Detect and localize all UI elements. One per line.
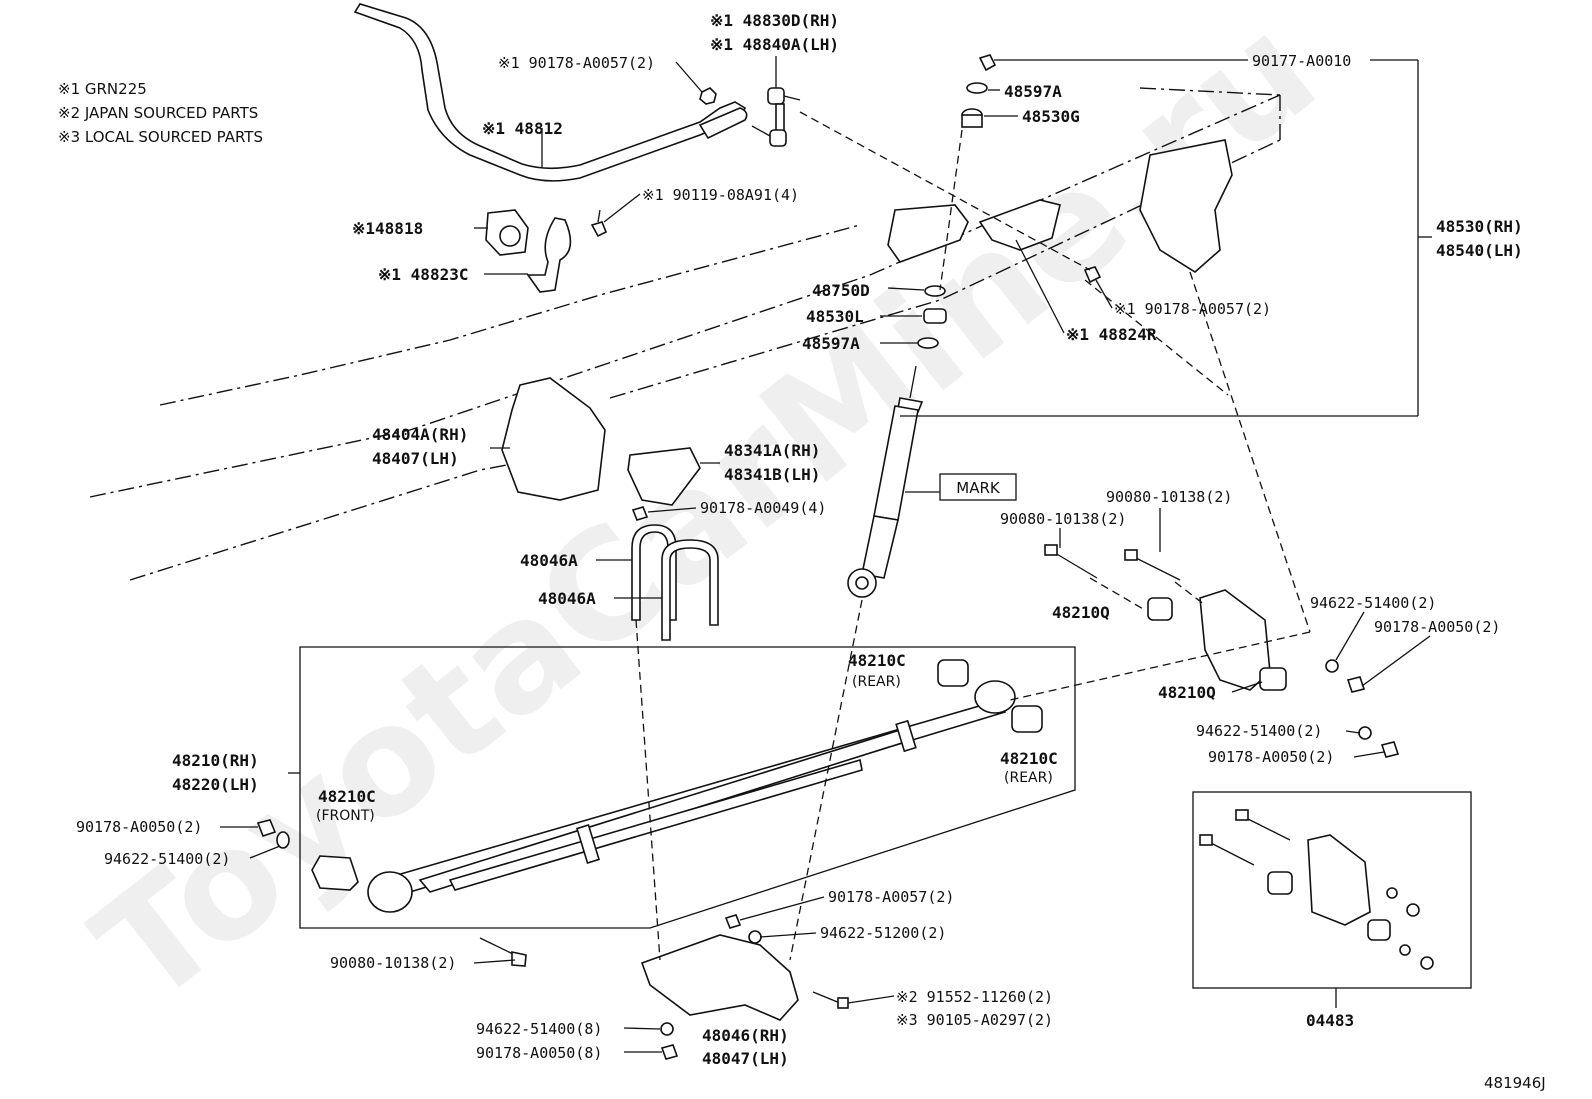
note-3: ※3 LOCAL SOURCED PARTS [58, 128, 263, 146]
stabilizer-bar [353, 3, 748, 182]
shock-absorber [847, 365, 924, 598]
label-48530l: 48530L [806, 307, 864, 326]
kit-contents [1199, 809, 1434, 970]
label-48404a: 48404A(RH) [372, 425, 468, 444]
leaf-spring-boundary [299, 646, 1076, 929]
seat-hardware [660, 914, 849, 1060]
label-94622-51400-r1: 94622-51400(2) [1310, 594, 1436, 612]
leader-lines [220, 56, 1432, 1053]
note-2: ※2 JAPAN SOURCED PARTS [58, 104, 258, 122]
label-90119: ※1 90119-08A91(4) [642, 186, 799, 204]
label-48046-rh: 48046(RH) [702, 1026, 789, 1045]
label-48210c-rear-1-sub: (REAR) [852, 674, 901, 690]
label-90080-a: 90080-10138(2) [1106, 488, 1232, 506]
bushing-48210c-rear-2 [1011, 705, 1043, 733]
label-94622-51400-r2: 94622-51400(2) [1196, 722, 1322, 740]
label-90178-a0057-top: ※1 90178-A0057(2) [498, 54, 655, 72]
leaf-spring [367, 680, 1016, 913]
label-48046a-1: 48046A [520, 551, 578, 570]
nut-90178-a0050-left [256, 819, 277, 838]
label-90177: 90177-A0010 [1252, 52, 1351, 70]
label-48597a-top: 48597A [1004, 82, 1062, 101]
label-48210c-rear-2: 48210C [1000, 749, 1058, 768]
label-48830d: ※1 48830D(RH) [710, 11, 839, 30]
bushing-48210c-rear-1 [937, 659, 969, 687]
label-90178-a0050-bot: 90178-A0050(8) [476, 1044, 602, 1062]
u-bolt-48046a [631, 524, 719, 641]
label-48840a: ※1 48840A(LH) [710, 35, 839, 54]
bushing-48818 [485, 209, 529, 256]
label-94622-51400-bot: 94622-51400(8) [476, 1020, 602, 1038]
label-04483: 04483 [1306, 1011, 1354, 1030]
label-90178-a0057-mid: ※1 90178-A0057(2) [1114, 300, 1271, 318]
label-48046a-2: 48046A [538, 589, 596, 608]
label-48597a-bot: 48597A [802, 334, 860, 353]
label-48210c-rear-2-sub: (REAR) [1004, 770, 1053, 786]
kit-box-04483 [1192, 791, 1472, 989]
label-48210c-front: 48210C [318, 787, 376, 806]
bump-stopper-48341a [627, 447, 701, 506]
nut-90178-a0049 [631, 506, 649, 521]
label-48341a: 48341A(RH) [724, 441, 820, 460]
spring-hanger-48530 [1139, 139, 1233, 273]
label-48210c-front-sub: (FRONT) [316, 808, 375, 824]
nut-90178-a0057-mid [1083, 266, 1102, 284]
label-48341b: 48341B(LH) [724, 465, 820, 484]
label-94622-51200: 94622-51200(2) [820, 924, 946, 942]
label-94622-51400-left: 94622-51400(2) [104, 850, 230, 868]
label-90178-a0050-r2: 90178-A0050(2) [1208, 748, 1334, 766]
label-48210q-1: 48210Q [1052, 603, 1110, 622]
shackle-48210q [1147, 589, 1287, 691]
label-48220-lh: 48220(LH) [172, 775, 259, 794]
bushing-48210c-front [311, 855, 359, 891]
diagram-id: 481946J [1484, 1074, 1546, 1092]
shock-upper-bracket [887, 199, 1061, 263]
label-90105: ※3 90105-A0297(2) [896, 1011, 1053, 1029]
label-90178-a0050-r1: 90178-A0050(2) [1374, 618, 1500, 636]
stabilizer-link [751, 87, 801, 147]
label-48823c: ※1 48823C [378, 265, 468, 284]
nut-90178-a0057-top [699, 87, 717, 105]
note-1: ※1 GRN225 [58, 80, 147, 98]
label-48818: ※148818 [352, 219, 423, 238]
label-90178-a0049: 90178-A0049(4) [700, 499, 826, 517]
label-90178-a0050-left: 90178-A0050(2) [76, 818, 202, 836]
label-48407: 48407(LH) [372, 449, 459, 468]
mark-label: MARK [956, 479, 1001, 497]
spring-bracket-48404a [501, 377, 606, 501]
label-48210q-2: 48210Q [1158, 683, 1216, 702]
label-90080-b: 90080-10138(2) [1000, 510, 1126, 528]
label-48210-rh: 48210(RH) [172, 751, 259, 770]
label-48530-rh: 48530(RH) [1436, 217, 1523, 236]
bolt-90119 [590, 209, 608, 238]
label-48824r: ※1 48824R [1066, 325, 1157, 344]
shackle-bolts [1044, 544, 1181, 581]
washer-94622-51400-left [276, 831, 290, 849]
label-90178-a0057-bot: 90178-A0057(2) [828, 888, 954, 906]
label-91552: ※2 91552-11260(2) [896, 988, 1053, 1006]
label-48210c-rear-1: 48210C [848, 651, 906, 670]
shackle-hardware [1325, 659, 1400, 758]
bracket-48823c [526, 217, 572, 293]
assembly-dashed-lines [635, 111, 1311, 961]
label-48530g: 48530G [1022, 107, 1080, 126]
label-90080-bottom: 90080-10138(2) [330, 954, 456, 972]
mark-callout: MARK [905, 473, 1017, 501]
spring-seat-48046 [640, 934, 799, 1021]
label-48750d: 48750D [812, 281, 870, 300]
label-48047-lh: 48047(LH) [702, 1049, 789, 1068]
shock-upper-hardware [917, 54, 997, 349]
label-48812: ※1 48812 [482, 119, 563, 138]
label-48540-lh: 48540(LH) [1436, 241, 1523, 260]
